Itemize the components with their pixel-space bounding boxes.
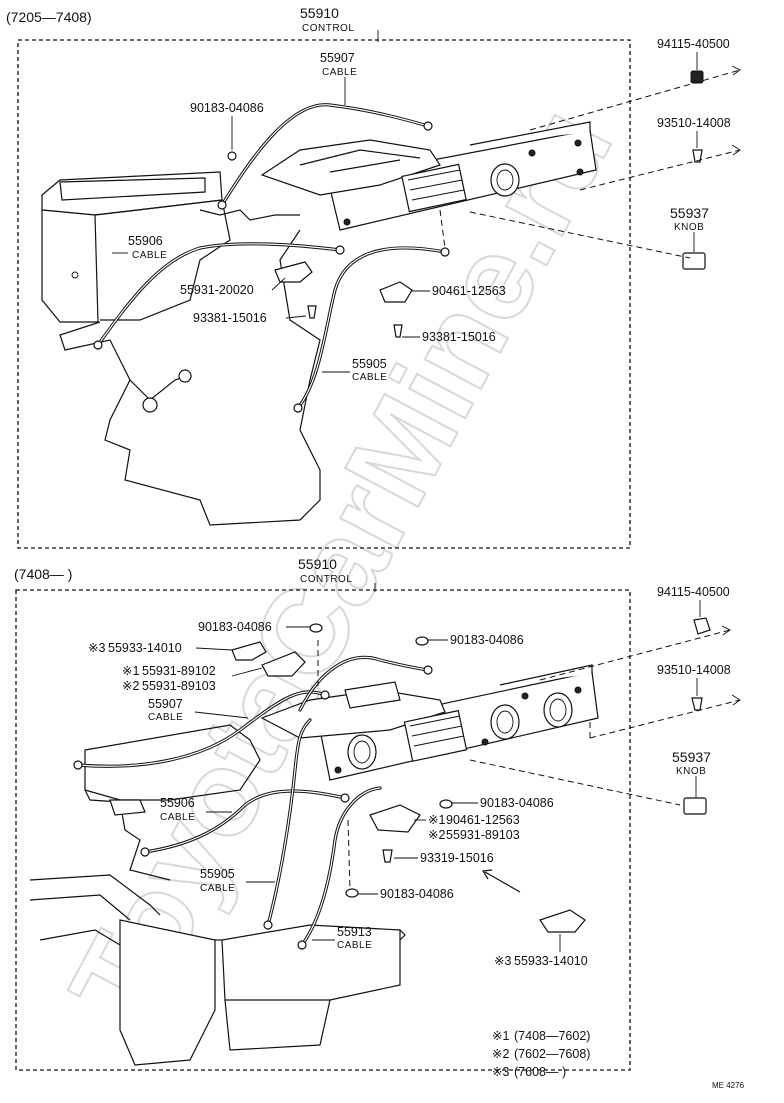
top-small-parts (227, 70, 706, 338)
top-section: (7205—7408) 55910 CONTROL (6, 5, 741, 549)
bottom-clamp-icon (231, 641, 267, 661)
bottom-callout-55931-89102: 55931-89102 (142, 664, 216, 678)
bottom-callout-mark-3a: ※3 (88, 641, 105, 655)
top-callout-94115-40500: 94115-40500 (657, 37, 730, 51)
bottom-clamp-3-icon (369, 804, 421, 833)
top-callout-93381-15016-b: 93381-15016 (422, 330, 496, 344)
bottom-callout-mark-3b: ※3 (494, 954, 511, 968)
top-callout-55905: 55905 (352, 357, 387, 371)
bottom-range-label: (7408— ) (14, 566, 72, 582)
bottom-callout-55907: 55907 (148, 697, 183, 711)
bottom-callout-55913: 55913 (337, 925, 372, 939)
top-callout-55907: 55907 (320, 51, 355, 65)
bottom-washer-2-icon (415, 636, 429, 646)
bottom-callout-55937: 55937 (672, 749, 711, 765)
top-nut-icon (690, 70, 704, 84)
top-range-label: (7205—7408) (6, 9, 92, 25)
bottom-callout-93319-15016: 93319-15016 (420, 851, 494, 865)
bottom-section: (7408— ) 55910 CONTROL (14, 556, 741, 1079)
bottom-callout-mark-1b: ※1 (428, 813, 445, 827)
bottom-washer-icon (309, 623, 323, 633)
bottom-control-label: CONTROL (300, 574, 352, 585)
bottom-callout-55906-name: CABLE (160, 812, 195, 823)
bottom-control-assembly (260, 664, 599, 781)
bottom-arrow-head-icon (481, 869, 493, 880)
top-control-assembly (260, 121, 597, 231)
top-screw-2-icon (393, 324, 403, 338)
bottom-dashed-leaders (469, 625, 741, 806)
bottom-bolt-icon (691, 697, 703, 711)
top-callout-55905-name: CABLE (352, 372, 387, 383)
top-clamp-2-icon (379, 281, 413, 303)
top-callout-55907-name: CABLE (322, 67, 357, 78)
note-range-1: (7408—7602) (514, 1029, 590, 1043)
bottom-notes: ※1 (7408—7602) ※2 (7602—7608) ※3 (7608— … (492, 1029, 590, 1079)
top-callout-55937-name: KNOB (674, 222, 704, 233)
note-mark-2: ※2 (492, 1047, 509, 1061)
bottom-callouts: 90183-04086 ※3 55933-14010 90183-04086 ※… (88, 585, 731, 968)
bottom-clamp-2-icon (261, 651, 306, 677)
top-screw-icon (307, 305, 317, 319)
top-callout-55937: 55937 (670, 205, 709, 221)
bottom-callout-90183-04086-c: 90183-04086 (480, 796, 554, 810)
top-cables (93, 103, 450, 413)
bottom-arrow-line (484, 871, 521, 893)
bottom-small-parts (231, 617, 711, 933)
note-mark-3: ※3 (492, 1065, 509, 1079)
bottom-callout-90183-04086-d: 90183-04086 (380, 887, 454, 901)
bottom-callout-93510-14008: 93510-14008 (657, 663, 731, 677)
top-callouts: 55907 CABLE 90183-04086 55906 CABLE 5593… (112, 37, 731, 383)
bottom-callout-55913-name: CABLE (337, 940, 372, 951)
bottom-callout-55931-89103-b: 55931-89103 (446, 828, 520, 842)
bottom-callout-55933-14010-a: 55933-14010 (108, 641, 182, 655)
bottom-callout-55905: 55905 (200, 867, 235, 881)
top-callout-93381-15016-a: 93381-15016 (193, 311, 267, 325)
bottom-callout-90183-04086-b: 90183-04086 (450, 633, 524, 647)
bottom-callout-mark-2a: ※2 (122, 679, 139, 693)
top-washer-icon (227, 151, 237, 161)
note-mark-1: ※1 (492, 1029, 509, 1043)
top-callout-90183-04086: 90183-04086 (190, 101, 264, 115)
top-clamp-icon (274, 261, 313, 283)
bottom-washer-4-icon (345, 888, 359, 898)
bottom-callout-mark-1a: ※1 (122, 664, 139, 678)
note-range-2: (7602—7608) (514, 1047, 590, 1061)
bottom-callout-90183-04086-a: 90183-04086 (198, 620, 272, 634)
bottom-control-number: 55910 (298, 556, 337, 572)
bottom-callout-55937-name: KNOB (676, 766, 706, 777)
bottom-callout-94115-40500: 94115-40500 (657, 585, 730, 599)
top-bolt-icon (692, 149, 703, 163)
bottom-cables (73, 640, 433, 950)
top-callout-55906: 55906 (128, 234, 163, 248)
top-control-label: CONTROL (302, 23, 354, 34)
bottom-callout-55905-name: CABLE (200, 883, 235, 894)
footer-code: ME 4276 (712, 1081, 745, 1090)
bottom-callout-55907-name: CABLE (148, 712, 183, 723)
bottom-callout-55933-14010-b: 55933-14010 (514, 954, 588, 968)
top-callout-93510-14008: 93510-14008 (657, 116, 731, 130)
bottom-clamp-4-icon (539, 909, 586, 933)
top-callout-90461-12563: 90461-12563 (432, 284, 506, 298)
bottom-callout-mark-2b: ※2 (428, 828, 445, 842)
top-knob-icon (682, 252, 706, 270)
bottom-callout-90461-12563: 90461-12563 (446, 813, 520, 827)
top-callout-55906-name: CABLE (132, 250, 167, 261)
bottom-structure (29, 724, 406, 1066)
bottom-washer-3-icon (439, 799, 453, 809)
bottom-knob-icon (683, 797, 707, 815)
bottom-dashed-frame (15, 589, 631, 1071)
note-range-3: (7608— ) (514, 1065, 566, 1079)
top-heater-box (41, 171, 321, 526)
bottom-callout-55906: 55906 (160, 796, 195, 810)
bottom-screw-icon (382, 849, 393, 863)
bottom-callout-55931-89103-a: 55931-89103 (142, 679, 216, 693)
top-control-number: 55910 (300, 5, 339, 21)
top-callout-55931-20020: 55931-20020 (180, 283, 254, 297)
bottom-nut-icon (693, 617, 711, 635)
top-dashed-leaders (469, 65, 741, 259)
